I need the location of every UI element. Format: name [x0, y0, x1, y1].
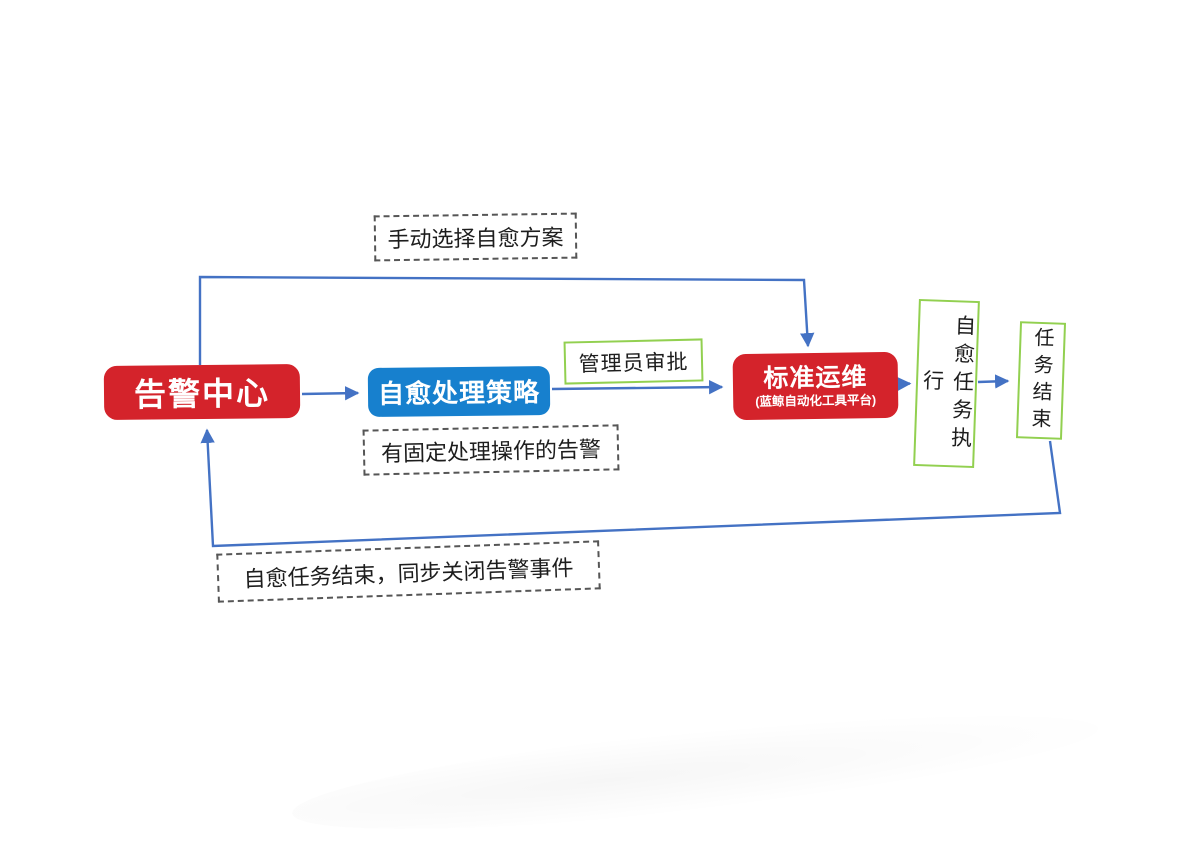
node-self-healing-strategy-label: 自愈处理策略 [377, 377, 541, 409]
note-close-alert-event-label: 自愈任务结束，同步关闭告警事件 [243, 554, 574, 592]
arrow-exec-to-end [977, 374, 1010, 389]
node-alert-center-label: 告警中心 [133, 375, 271, 413]
node-standard-ops-subtitle: (蓝鲸自动化工具平台) [755, 392, 877, 409]
node-standard-ops: 标准运维 (蓝鲸自动化工具平台) [732, 351, 899, 421]
arrow-strategy-to-ops [551, 379, 724, 395]
node-task-execution: 自愈任务执行 [913, 298, 980, 469]
node-task-execution-label: 自愈任务执行 [920, 313, 976, 455]
note-fixed-ops-alert: 有固定处理操作的告警 [362, 424, 620, 476]
node-admin-approval: 管理员审批 [563, 338, 704, 385]
node-task-end-label: 任务结束 [1027, 326, 1054, 435]
node-self-healing-strategy: 自愈处理策略 [367, 366, 551, 417]
note-fixed-ops-alert-label: 有固定处理操作的告警 [380, 436, 602, 467]
node-task-end: 任务结束 [1015, 321, 1067, 440]
node-alert-center: 告警中心 [103, 363, 301, 421]
arrow-alert-to-strategy [301, 386, 360, 401]
path-feedback-close [200, 428, 1062, 548]
note-manual-select-label: 手动选择自愈方案 [387, 224, 564, 253]
path-manual-select [198, 275, 815, 365]
node-admin-approval-label: 管理员审批 [578, 350, 689, 376]
node-standard-ops-title: 标准运维 [763, 363, 868, 393]
note-manual-select: 手动选择自愈方案 [373, 212, 578, 262]
